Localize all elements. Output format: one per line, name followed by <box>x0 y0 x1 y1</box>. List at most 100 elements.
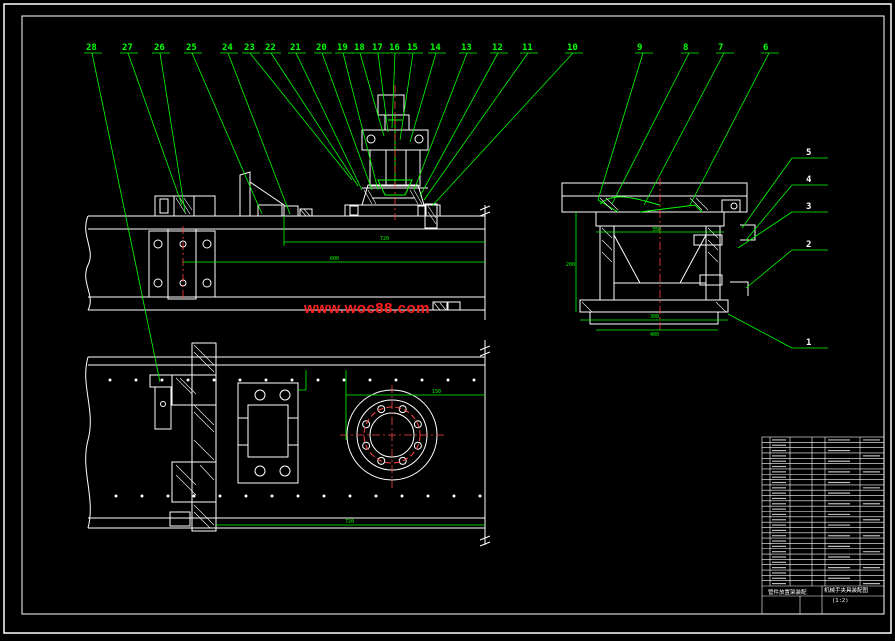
leader-line <box>423 52 529 201</box>
balloon-label: 1 <box>806 338 811 348</box>
beam-dot <box>290 378 294 382</box>
centerlines-front <box>182 85 396 300</box>
watermark-text: www.woc88.com <box>304 300 430 317</box>
leader-line <box>359 52 385 137</box>
beam-dot <box>218 494 222 498</box>
title-scale: (1:2) <box>832 598 849 604</box>
beam-dot <box>348 494 352 498</box>
balloon-label: 14 <box>430 43 441 53</box>
beam-dot <box>446 378 450 382</box>
bolt-hole <box>377 405 386 414</box>
balloon-label: 4 <box>806 175 812 185</box>
dims-side <box>575 212 728 331</box>
beam-dot <box>368 378 372 382</box>
side-green-details <box>597 196 703 213</box>
beam-dot <box>420 378 424 382</box>
leader-line <box>745 184 793 241</box>
balloon-label: 24 <box>222 43 233 53</box>
title-caption-left: 管件放置架装配 <box>768 588 807 596</box>
hatch-front <box>175 189 447 311</box>
inner-frame <box>21 15 885 615</box>
balloon-label: 22 <box>265 43 276 53</box>
bolt-hole <box>398 405 407 414</box>
beam-dot <box>478 494 482 498</box>
balloon-label: 25 <box>186 43 197 53</box>
balloon-label: 15 <box>407 43 418 53</box>
beam-dot <box>374 494 378 498</box>
dim-side-inner: 300 <box>650 314 659 320</box>
balloon-label: 16 <box>389 43 400 53</box>
plan-dots <box>108 378 482 498</box>
beam-dot <box>140 494 144 498</box>
balloon-label: 3 <box>806 202 811 212</box>
leader-line <box>227 52 291 215</box>
beam-dot <box>472 378 476 382</box>
leader-line <box>413 52 468 191</box>
hatch-plan <box>175 344 215 529</box>
side-view <box>561 182 756 325</box>
leader-line <box>377 52 389 133</box>
bolt-hole <box>398 456 407 465</box>
balloon-label: 6 <box>763 43 768 53</box>
beam-dot <box>244 494 248 498</box>
beam-dot <box>426 494 430 498</box>
leader-line <box>270 52 359 187</box>
balloon-label: 28 <box>86 43 97 53</box>
bolt-hole <box>377 456 386 465</box>
balloon-label: 11 <box>522 43 533 53</box>
outer-frame <box>3 3 892 634</box>
beam-dot <box>342 378 346 382</box>
leader-line <box>342 52 379 191</box>
dim-top-long: 720 <box>380 236 389 242</box>
leader-line <box>597 52 644 201</box>
dim-plan-short: 150 <box>432 389 441 395</box>
leader-line <box>295 52 363 191</box>
beam-dot <box>394 378 398 382</box>
balloon-label: 26 <box>154 43 165 53</box>
dim-side-height: 200 <box>566 262 575 268</box>
beam-dot <box>166 494 170 498</box>
dim-side-base: 400 <box>650 332 659 338</box>
title-caption-right: 机械手夹具装配图 <box>824 586 869 594</box>
beam-dot <box>192 494 196 498</box>
balloon-label: 23 <box>244 43 255 53</box>
leader-line <box>91 52 161 383</box>
beam-dot <box>212 378 216 382</box>
beam-dot <box>296 494 300 498</box>
dims-front <box>183 216 485 263</box>
leader-line <box>321 52 373 191</box>
beam-dot <box>452 494 456 498</box>
leader-line <box>191 52 263 215</box>
balloon-label: 5 <box>806 148 811 158</box>
dim-side-top: 350 <box>652 227 661 233</box>
bolt-hole <box>362 420 371 429</box>
beam-dot <box>400 494 404 498</box>
balloon-label: 7 <box>718 43 723 53</box>
leader-line <box>643 52 725 206</box>
leader-line <box>737 211 793 249</box>
beam-dot <box>322 494 326 498</box>
beam-dot <box>186 378 190 382</box>
balloon-label: 12 <box>492 43 503 53</box>
beam-dot <box>108 378 112 382</box>
leader-line <box>745 249 793 289</box>
break-line-plan <box>85 356 91 529</box>
leader-line <box>127 52 183 206</box>
title-block <box>761 436 885 615</box>
balloon-label: 13 <box>461 43 472 53</box>
leader-line <box>611 52 690 205</box>
dim-plan-long: 720 <box>345 519 354 525</box>
beam-dot <box>134 378 138 382</box>
front-view <box>85 94 491 320</box>
leader-line <box>159 52 186 213</box>
leader-line <box>399 52 414 141</box>
leader-line <box>249 52 353 181</box>
beam-dot <box>114 494 118 498</box>
centerlines-plan <box>340 385 445 488</box>
beam-dot <box>264 378 268 382</box>
dims-plan <box>216 370 485 526</box>
leader-lines <box>84 52 828 383</box>
leader-line <box>391 52 396 129</box>
